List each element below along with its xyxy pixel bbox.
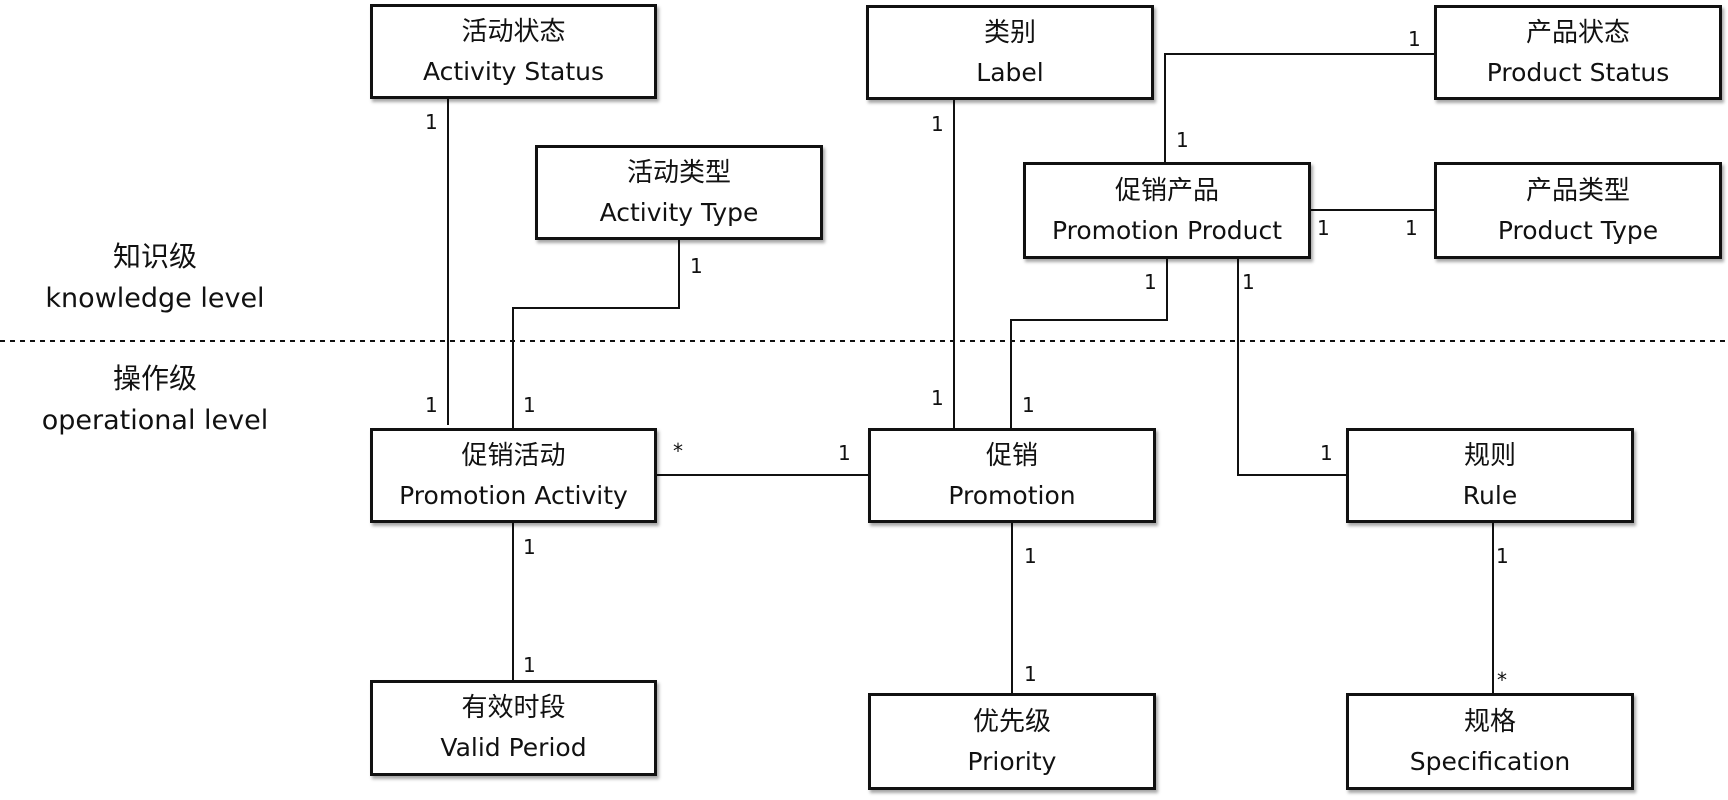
rule-box: 规则 Rule bbox=[1346, 428, 1634, 523]
mult-promotion-product-promotion-end: 1 bbox=[1144, 270, 1157, 294]
valid-period-zh: 有效时段 bbox=[461, 693, 566, 723]
valid-period-en: Valid Period bbox=[440, 733, 587, 762]
promotion-activity-zh: 促销活动 bbox=[461, 440, 566, 471]
mult-promotion-activity-type-end: 1 bbox=[523, 393, 536, 417]
mult-activity-status-end: 1 bbox=[425, 110, 438, 134]
mult-priority-end: 1 bbox=[1024, 662, 1037, 686]
link-product-status-promotion-product bbox=[1164, 53, 1434, 162]
product-status-box: 产品状态 Product Status bbox=[1434, 5, 1722, 100]
activity-status-en: Activity Status bbox=[422, 56, 605, 86]
mult-promotion-activity-many: * bbox=[673, 439, 683, 463]
mult-promotion-activity-status-end: 1 bbox=[425, 393, 438, 417]
specification-box: 规格 Specification bbox=[1346, 693, 1634, 790]
operational-level-en: operational level bbox=[41, 405, 269, 436]
activity-type-box: 活动类型 Activity Type bbox=[535, 145, 823, 240]
mult-promotion-activity-valid-end: 1 bbox=[523, 535, 536, 559]
mult-promotion-label-end: 1 bbox=[931, 386, 944, 410]
promotion-zh: 促销 bbox=[985, 440, 1038, 471]
product-type-box: 产品类型 Product Type bbox=[1434, 162, 1722, 259]
priority-zh: 优先级 bbox=[972, 706, 1051, 737]
activity-status-zh: 活动状态 bbox=[461, 16, 566, 47]
rule-zh: 规则 bbox=[1463, 440, 1516, 471]
priority-en: Priority bbox=[967, 746, 1057, 776]
label-en: Label bbox=[976, 57, 1044, 87]
mult-promotion-product-status-end: 1 bbox=[1176, 128, 1189, 152]
specification-zh: 规格 bbox=[1463, 706, 1516, 737]
activity-status-box: 活动状态 Activity Status bbox=[370, 4, 657, 99]
mult-promotion-product-type-end: 1 bbox=[1317, 216, 1330, 240]
activity-type-zh: 活动类型 bbox=[626, 157, 731, 188]
promotion-activity-box: 促销活动 Promotion Activity bbox=[370, 428, 657, 523]
mult-rule-product-end: 1 bbox=[1320, 441, 1333, 465]
mult-activity-type-end: 1 bbox=[690, 254, 703, 278]
mult-product-type-end: 1 bbox=[1405, 216, 1418, 240]
promotion-product-box: 促销产品 Promotion Product bbox=[1023, 162, 1311, 259]
operational-level-zh: 操作级 bbox=[112, 362, 197, 395]
label-zh: 类别 bbox=[983, 17, 1036, 48]
product-type-en: Product Type bbox=[1497, 215, 1659, 245]
link-activity-type-promotion-activity bbox=[512, 240, 680, 428]
product-type-zh: 产品类型 bbox=[1525, 175, 1630, 206]
knowledge-level-en: knowledge level bbox=[45, 283, 265, 314]
product-status-en: Product Status bbox=[1486, 57, 1670, 87]
mult-product-status-end: 1 bbox=[1408, 27, 1421, 51]
promotion-box: 促销 Promotion bbox=[868, 428, 1156, 523]
mult-valid-period-end: 1 bbox=[523, 653, 536, 677]
valid-period-box: 有效时段 Valid Period bbox=[370, 680, 657, 776]
mult-promotion-product-rule-end: 1 bbox=[1242, 270, 1255, 294]
mult-label-end: 1 bbox=[931, 112, 944, 136]
operational-level-label: 操作级 operational level bbox=[0, 358, 310, 442]
promotion-en: Promotion bbox=[948, 480, 1076, 510]
link-promotion-product-rule bbox=[1237, 259, 1346, 476]
activity-type-en: Activity Type bbox=[599, 197, 759, 227]
product-status-zh: 产品状态 bbox=[1525, 17, 1630, 48]
promotion-activity-en: Promotion Activity bbox=[399, 480, 628, 510]
rule-en: Rule bbox=[1462, 480, 1518, 510]
mult-rule-spec-end: 1 bbox=[1496, 544, 1509, 568]
mult-specification-many: * bbox=[1497, 668, 1507, 692]
knowledge-level-zh: 知识级 bbox=[112, 240, 197, 273]
promotion-product-zh: 促销产品 bbox=[1114, 175, 1219, 206]
label-box: 类别 Label bbox=[866, 5, 1154, 100]
specification-en: Specification bbox=[1409, 746, 1571, 776]
mult-promotion-product-link-end: 1 bbox=[1022, 393, 1035, 417]
knowledge-level-label: 知识级 knowledge level bbox=[0, 236, 310, 320]
priority-box: 优先级 Priority bbox=[868, 693, 1156, 790]
mult-promotion-activity-one: 1 bbox=[838, 441, 851, 465]
link-promotion-product-promotion bbox=[1010, 259, 1168, 428]
mult-promotion-priority-end: 1 bbox=[1024, 544, 1037, 568]
promotion-product-en: Promotion Product bbox=[1051, 215, 1283, 245]
